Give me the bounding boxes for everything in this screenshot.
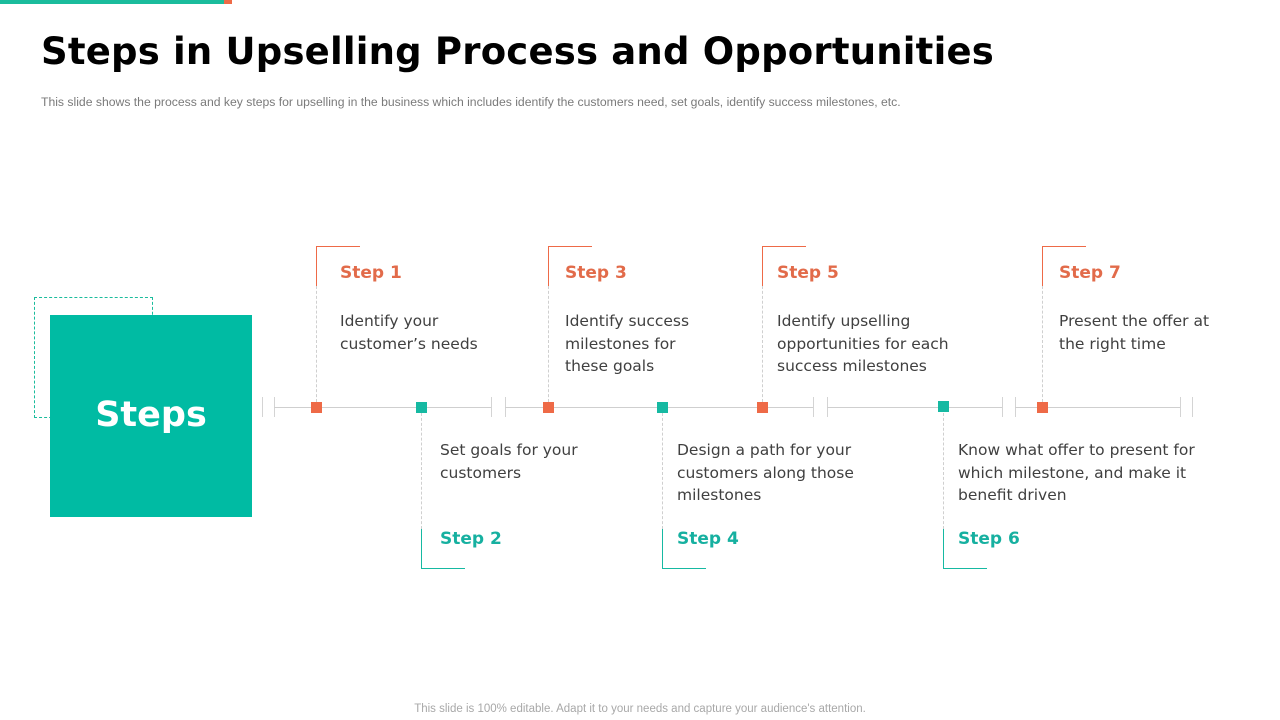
step-6-description: Know what offer to present for which mil…: [958, 441, 1195, 504]
timeline-segment-4: [1015, 407, 1181, 408]
timeline-tick: [262, 397, 263, 417]
timeline-tick: [1180, 397, 1181, 417]
step-4-connector: [662, 413, 663, 529]
step-1-corner-bracket: [316, 246, 360, 286]
step-3-marker: [543, 402, 554, 413]
timeline-segment-3: [827, 407, 1002, 408]
step-5-label: Step 5: [777, 263, 839, 283]
slide-footer-note: This slide is 100% editable. Adapt it to…: [414, 703, 866, 715]
steps-hero-label: Steps: [95, 395, 207, 435]
step-7-connector: [1042, 286, 1043, 402]
step-4-description: Design a path for your customers along t…: [677, 441, 854, 504]
step-6-label: Step 6: [958, 529, 1020, 549]
step-3-connector: [548, 286, 549, 402]
steps-hero-box: Steps: [50, 315, 252, 517]
slide-title: Steps in Upselling Process and Opportuni…: [41, 30, 994, 73]
step-4-label: Step 4: [677, 529, 739, 549]
step-3-description: Identify success milestones for these go…: [565, 312, 690, 375]
step-7-marker: [1037, 402, 1048, 413]
step-7-label: Step 7: [1059, 263, 1121, 283]
timeline-tick: [491, 397, 492, 417]
top-accent-bar-orange: [224, 0, 232, 4]
slide-subtitle: This slide shows the process and key ste…: [41, 95, 901, 109]
step-6-marker: [938, 401, 949, 412]
step-1-connector: [316, 286, 317, 402]
step-2-marker: [416, 402, 427, 413]
step-5-corner-bracket: [762, 246, 806, 286]
timeline-tick: [813, 397, 814, 417]
step-1-marker: [311, 402, 322, 413]
timeline-segment-1: [274, 407, 491, 408]
step-3-label: Step 3: [565, 263, 627, 283]
step-2-connector: [421, 413, 422, 529]
step-7-corner-bracket: [1042, 246, 1086, 286]
step-1-description: Identify your customer’s needs: [340, 312, 478, 353]
timeline-tick: [1002, 397, 1003, 417]
step-1-label: Step 1: [340, 263, 402, 283]
step-2-description: Set goals for your customers: [440, 441, 578, 482]
step-4-corner-bracket: [662, 529, 706, 569]
step-5-marker: [757, 402, 768, 413]
step-6-corner-bracket: [943, 529, 987, 569]
step-5-description: Identify upselling opportunities for eac…: [777, 312, 949, 375]
timeline-tick: [1192, 397, 1193, 417]
step-4-marker: [657, 402, 668, 413]
step-5-connector: [762, 286, 763, 402]
step-6-connector: [943, 413, 944, 529]
step-2-label: Step 2: [440, 529, 502, 549]
step-7-description: Present the offer at the right time: [1059, 312, 1210, 353]
step-3-corner-bracket: [548, 246, 592, 286]
step-2-corner-bracket: [421, 529, 465, 569]
top-accent-bar-teal: [0, 0, 224, 4]
